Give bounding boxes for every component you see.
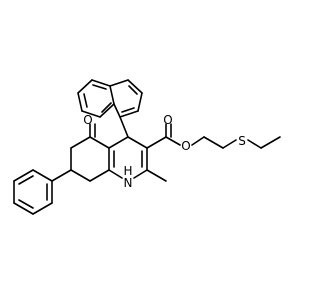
bond [18, 199, 34, 209]
sulfur-label: S [238, 134, 246, 148]
bond [127, 79, 143, 94]
bond [191, 136, 205, 146]
bond [146, 136, 167, 149]
nitrogen-hydrogen-label: H [123, 164, 132, 178]
bond [77, 79, 93, 94]
bond [89, 136, 110, 149]
bond [70, 169, 91, 182]
bond [260, 136, 281, 149]
bond [119, 110, 139, 118]
bond [113, 103, 121, 118]
bond [70, 136, 91, 149]
bond [99, 103, 115, 118]
bond [77, 92, 83, 112]
structure-svg: O O O S N H [13, 79, 281, 215]
bond [137, 92, 143, 112]
ketone-oxygen-label: O [83, 113, 92, 127]
ester-group [146, 123, 281, 149]
bond [108, 169, 123, 179]
bond [32, 169, 53, 182]
bond [51, 169, 72, 182]
naphthalene-group [77, 79, 143, 118]
bond [13, 202, 34, 215]
bond [119, 116, 129, 138]
ester-oxygen-label: O [181, 139, 190, 153]
bond [108, 136, 129, 149]
bond [32, 202, 53, 215]
bond [203, 136, 224, 149]
bond [83, 93, 88, 108]
bond [109, 79, 129, 87]
bond [165, 136, 181, 146]
bond [89, 169, 110, 182]
bond [127, 136, 148, 149]
bond [222, 139, 237, 149]
bond [18, 175, 34, 185]
bond [133, 169, 148, 179]
dihydropyridine-ring [108, 136, 148, 179]
ester-carbonyl-oxygen-label: O [163, 113, 172, 127]
molecule-diagram: O O O S N H [13, 79, 281, 215]
bond [101, 102, 112, 113]
bond [247, 139, 262, 149]
bond [91, 79, 111, 87]
phenyl-ring [13, 169, 53, 215]
bond [128, 85, 138, 95]
bond [109, 85, 115, 105]
bond [121, 107, 135, 113]
cyclohexanone-ring [70, 136, 110, 182]
nitrogen-label: N [124, 176, 133, 190]
bond [92, 84, 107, 90]
bond [13, 169, 34, 182]
bond [81, 110, 101, 118]
bond [146, 169, 167, 182]
